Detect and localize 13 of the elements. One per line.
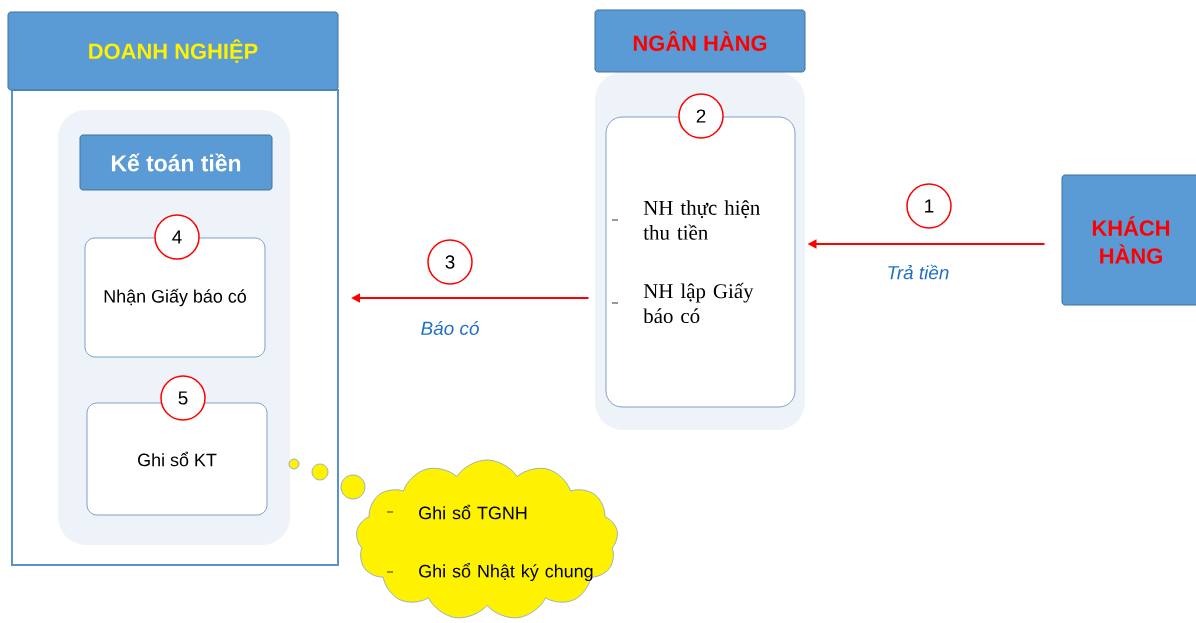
header-bar: NGÂN HÀNG xyxy=(594,9,806,73)
party-box: KHÁCH HÀNG xyxy=(1061,174,1196,306)
edge-label: Báo có xyxy=(419,319,481,337)
header-bar: DOANH NGHIỆP xyxy=(7,11,339,91)
step-number: 3 xyxy=(427,239,473,285)
edge-label: Trả tiền xyxy=(885,263,951,281)
bullet-text: NH lập Giấy báo có xyxy=(643,282,754,324)
step-number: 2 xyxy=(678,93,724,139)
step-number: 5 xyxy=(160,375,206,421)
header-bar: Kế toán tiền xyxy=(79,134,273,191)
step-number: 1 xyxy=(906,183,952,229)
step-number: 4 xyxy=(154,214,200,260)
bullet-text: NH thực hiện thu tiền xyxy=(643,200,760,240)
